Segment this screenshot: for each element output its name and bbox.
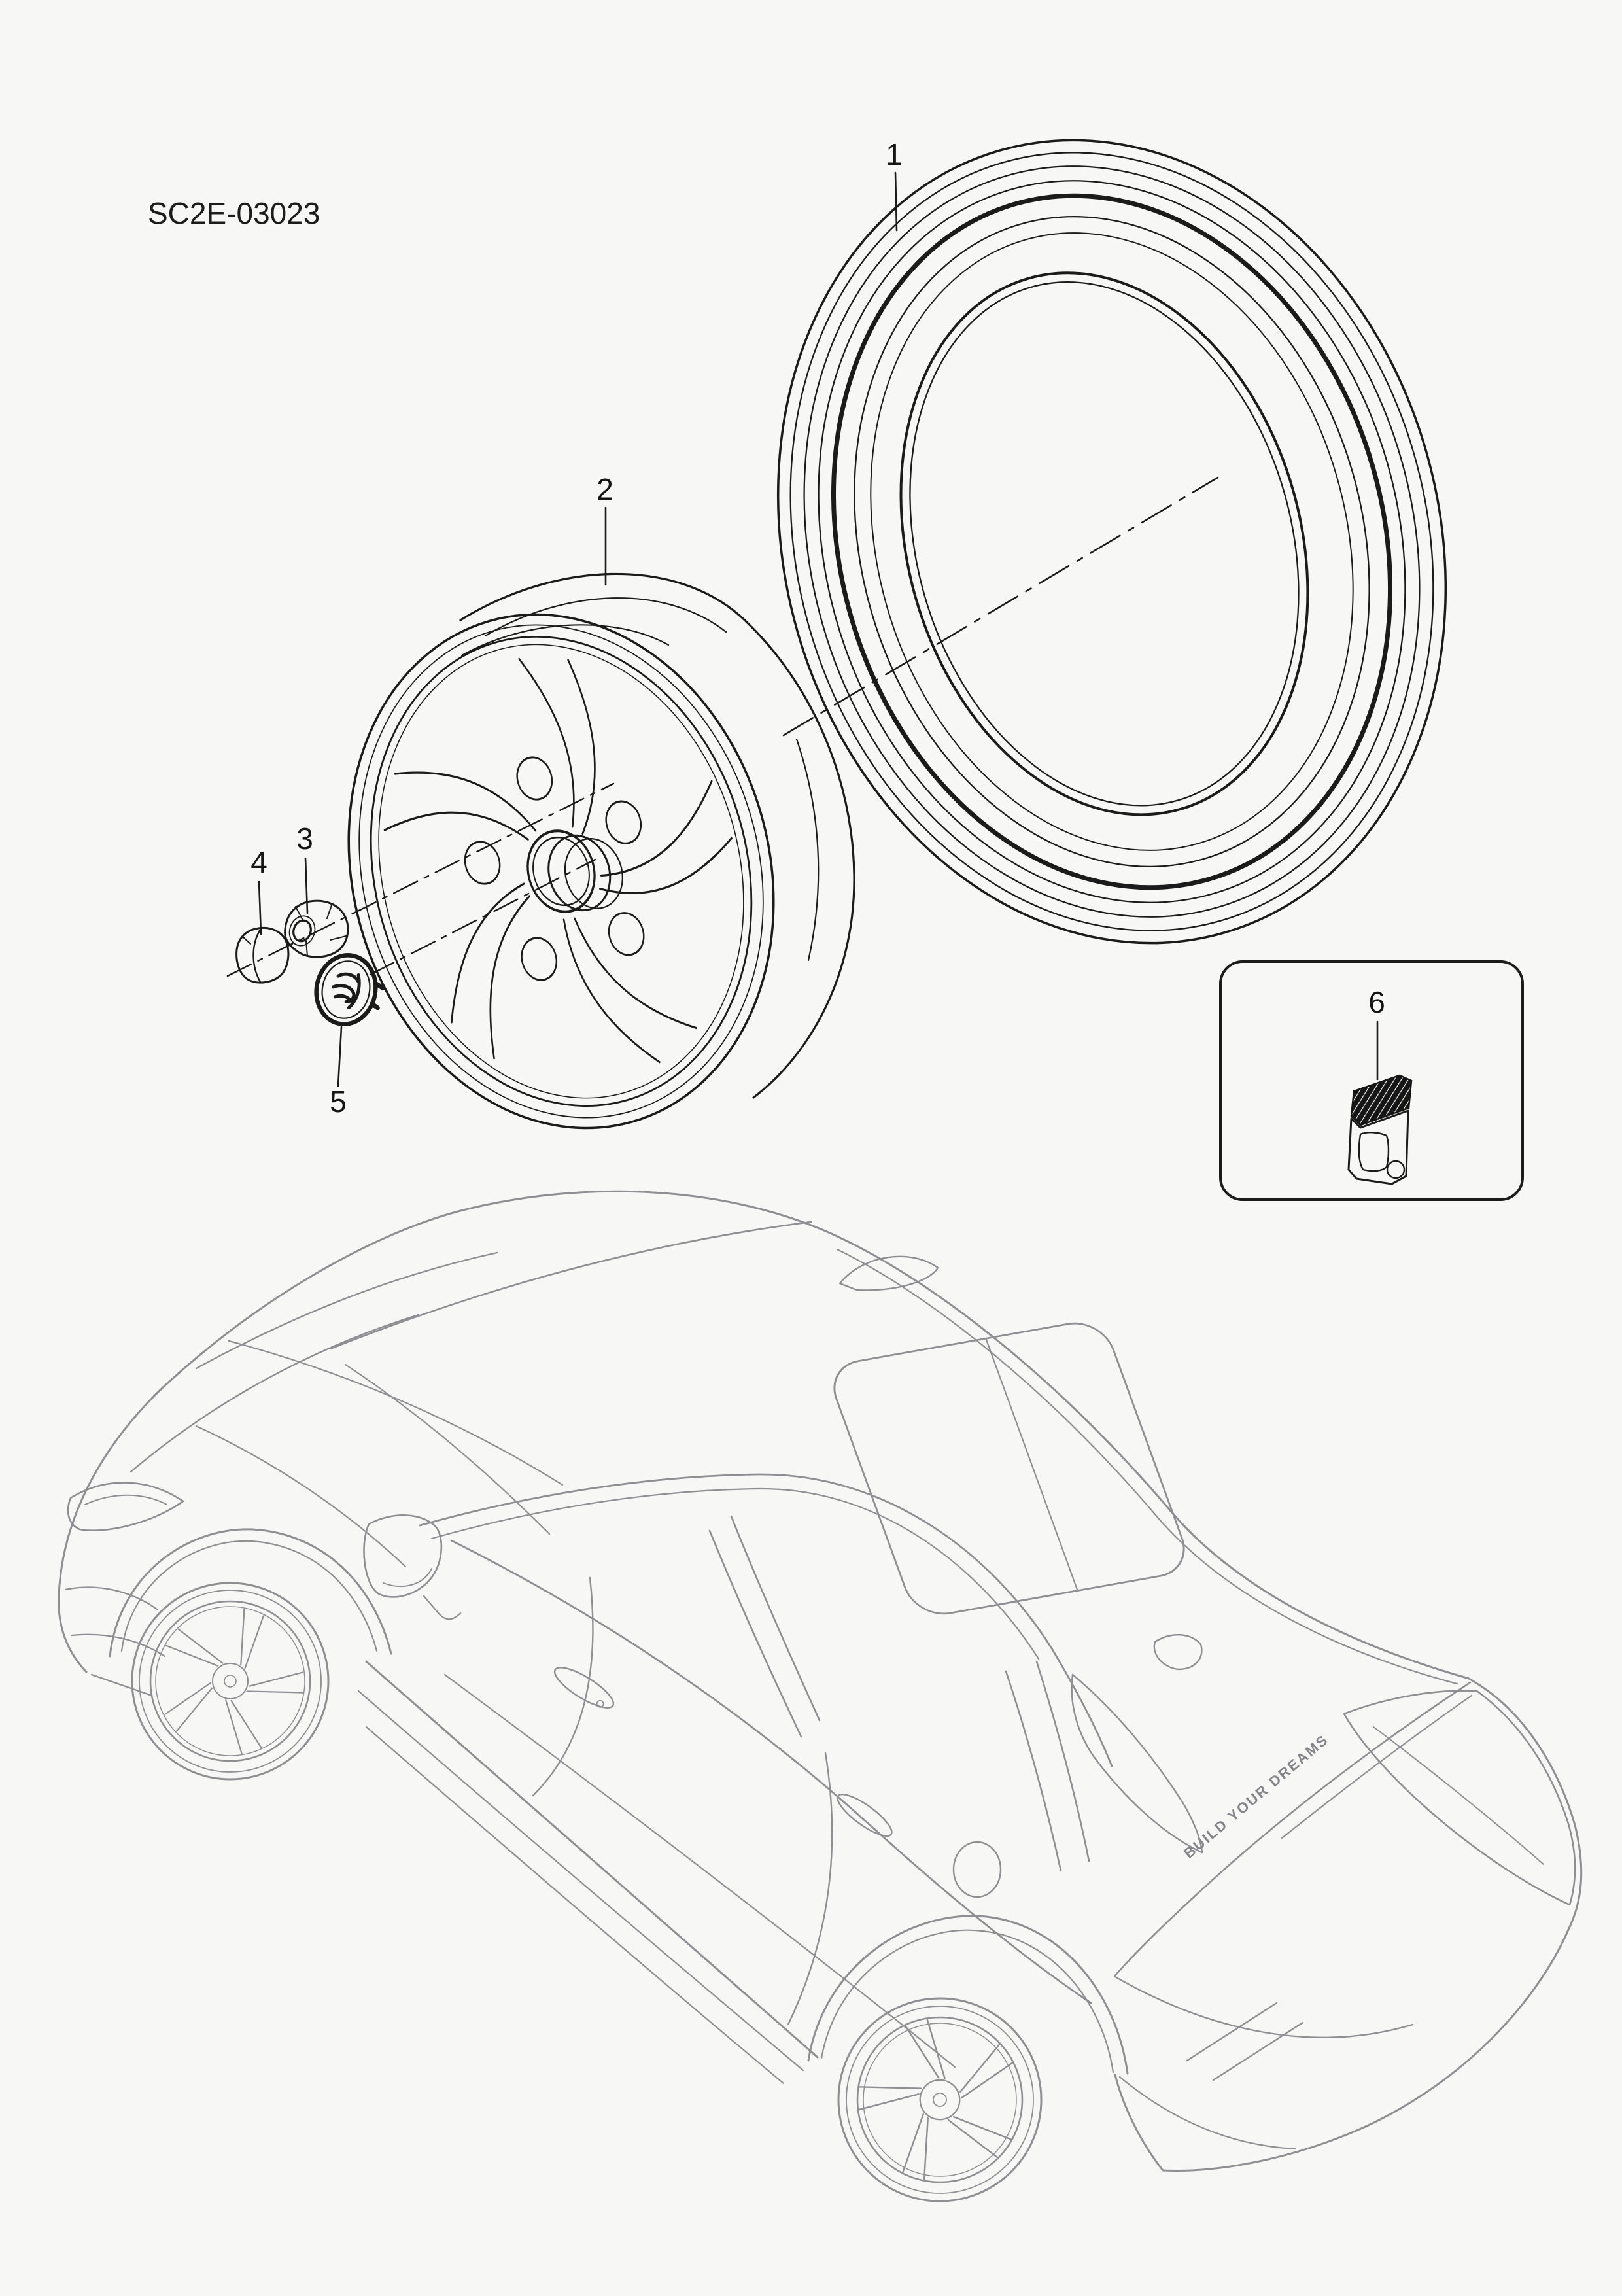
callout-1-leader [894,171,898,232]
cap-clip-tab [375,982,386,991]
callout-4-leader [258,880,262,935]
vehicle-front-wheel [109,1528,392,1781]
rear-door-seam [787,1752,833,2026]
callout-2-label: 2 [596,472,613,506]
callout-4-label: 4 [250,845,267,879]
c-pillar [1005,1670,1062,1872]
lug-hole [521,937,558,981]
callout-5-label: 5 [330,1085,347,1119]
bumper-seam [1114,1975,1414,2038]
balance-weight-drawing [1347,1074,1413,1185]
taillight [1343,1690,1576,1906]
belt-line [450,1539,1092,2004]
nut-cap-drawing [235,926,290,984]
hood-seam [195,1251,498,1370]
b-pillar [708,1529,802,1738]
alloy-wheel-drawing [347,572,855,1130]
roof-antenna-pad [1153,1634,1203,1671]
tire-drawing [776,139,1447,945]
hub-sleeve [564,838,623,909]
vehicle-drawing: BUILD YOUR DREAMS [58,1190,1583,2214]
cap-clip-tab [369,1001,380,1011]
wheel-nut-drawing [284,899,349,958]
cap-assembly-axis [369,858,596,976]
front-door-seam [532,1576,594,1797]
center-cap-drawing [314,953,386,1026]
lug-hole [608,912,645,956]
lug-hole [605,800,642,844]
body-silhouette [58,1190,1583,2172]
nut-assembly-axis [226,782,615,977]
front-door-handle [553,1667,615,1709]
vehicle-rear-wheel [807,1915,1129,2214]
roof-edge [836,1248,1458,1685]
weight-clip [1350,1074,1413,1126]
headlight [67,1482,184,1531]
sunroof [833,1322,1185,1615]
side-mirror [363,1514,462,1620]
rear-wheel-arch [807,1915,1129,2075]
callout-6-label: 6 [1368,985,1385,1019]
c-pillar [1035,1660,1090,1862]
charge-port-door [952,1841,1002,1898]
shark-fin-antenna [838,1255,939,1291]
windshield-edge [329,1221,812,1350]
tire-axis-centerline [782,476,1219,737]
hood-seam [129,1313,420,1473]
b-pillar [730,1515,821,1722]
roof-rail [419,1473,1113,1767]
lug-hole [516,756,553,801]
callout-3-label: 3 [296,822,313,856]
callout-3-leader [304,857,309,914]
quarter-window [1071,1673,1203,1854]
lug-hole [464,841,501,885]
byd-logo-glyph [331,972,361,1010]
rear-window-edge [1114,1681,1472,1977]
rear-door-handle [837,1794,893,1837]
front-wheel-arch [109,1528,392,1658]
callout-1-label: 1 [886,137,903,171]
inset-box [1219,960,1524,1201]
diagram-code: SC2E-03023 [148,196,320,230]
fender-crease [195,1425,407,1568]
callout-5-leader [337,1026,343,1087]
